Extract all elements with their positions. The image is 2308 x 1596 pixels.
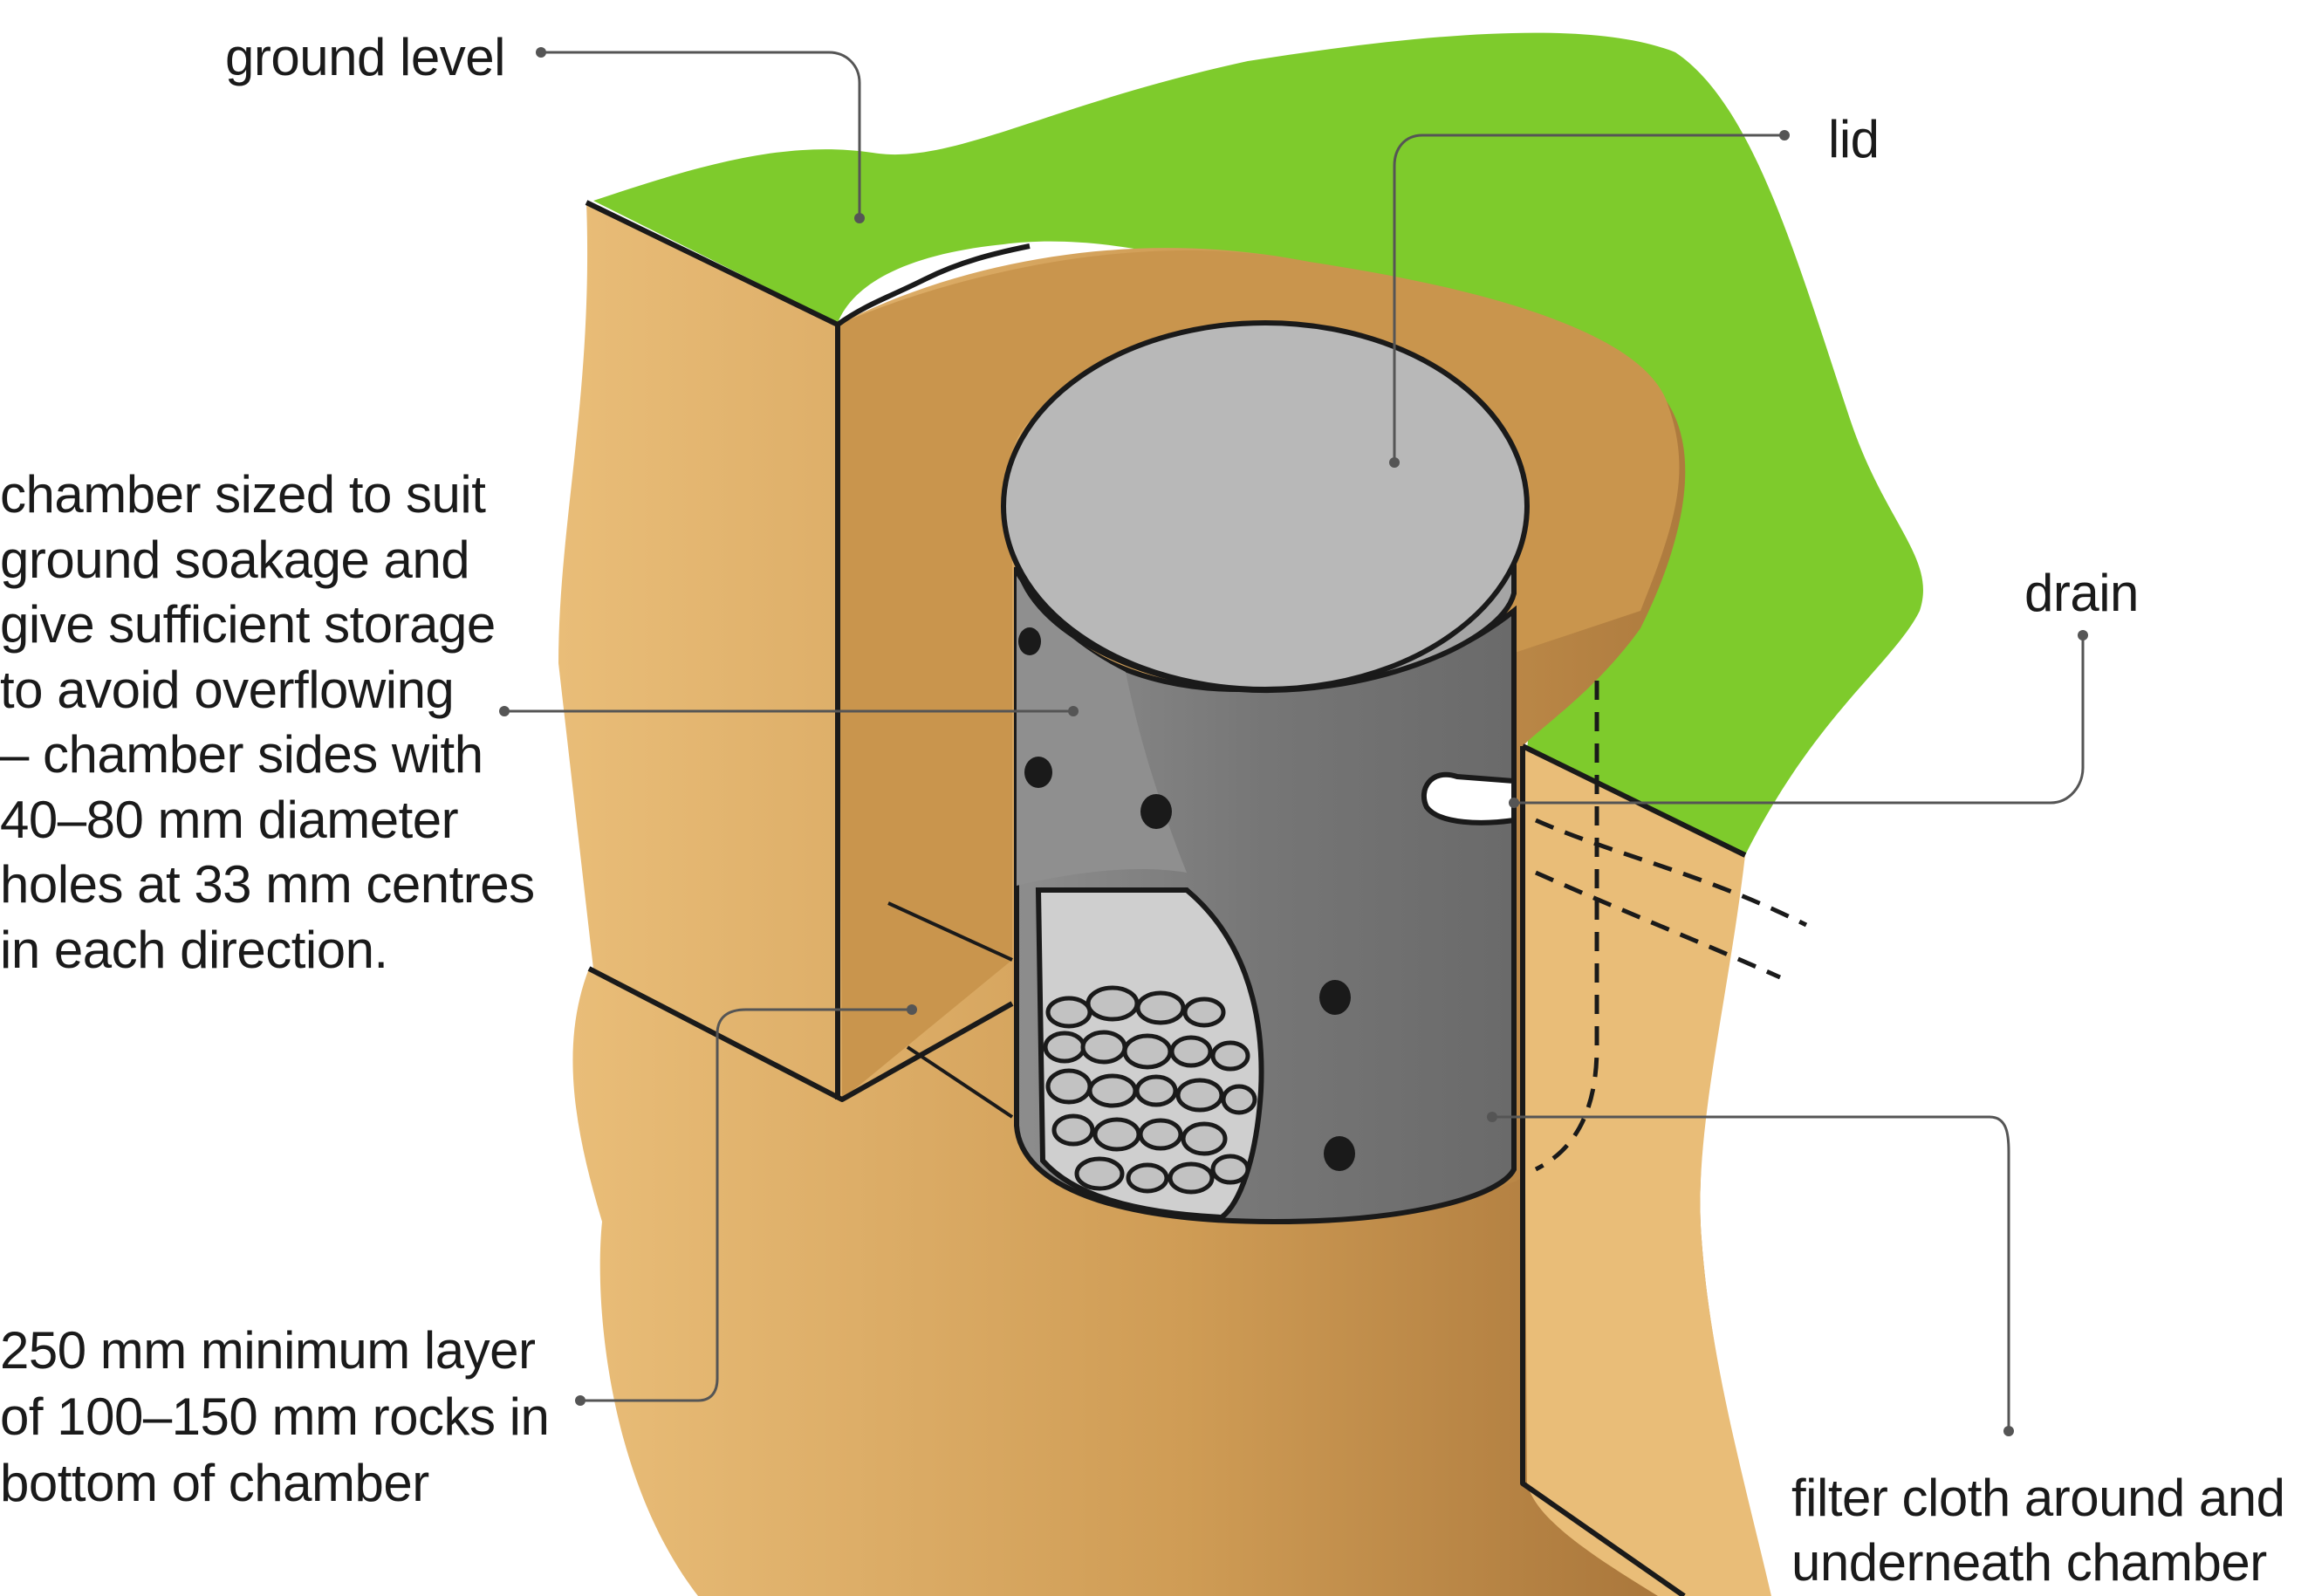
right-cut-face <box>1523 746 1771 1596</box>
rocks-layer-label: 250 mm minimum layer of 100–150 mm rocks… <box>0 1321 550 1512</box>
leader-dots <box>499 47 2088 1436</box>
drain-pipe <box>1421 771 1517 825</box>
chamber-description-label: chamber sized to suit ground soakage and… <box>0 465 535 979</box>
lower-soil-slab <box>572 969 1684 1596</box>
filter-cloth-label: filter cloth around and underneath chamb… <box>1791 1469 2285 1592</box>
filter-cloth-dashed <box>1534 681 1808 1172</box>
ground-level-label: ground level <box>225 28 505 86</box>
lid <box>1001 320 1530 693</box>
leader-lines <box>504 51 2085 1431</box>
rock-layer <box>1043 985 1257 1195</box>
lid-label: lid <box>1828 110 1880 168</box>
chamber-holes <box>1018 627 1355 1171</box>
drain-label: drain <box>2024 564 2139 622</box>
